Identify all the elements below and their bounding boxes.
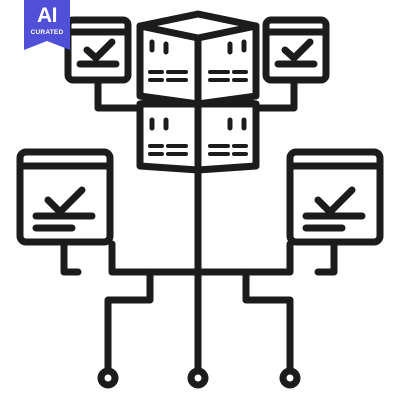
checklist-window-top-left-icon — [64, 16, 132, 84]
network-node-left — [97, 367, 119, 389]
connector-lines — [60, 78, 338, 376]
badge-subtitle: CURATED — [30, 29, 64, 36]
network-node-center — [187, 367, 209, 389]
network-node-right — [279, 367, 301, 389]
checklist-window-right-icon — [286, 148, 384, 246]
checklist-window-left-icon — [16, 148, 114, 246]
data-cube-upper-icon — [136, 10, 260, 108]
badge-title: AI — [37, 4, 58, 27]
ai-curated-badge: AI CURATED — [24, 0, 70, 50]
checklist-window-top-right-icon — [262, 16, 330, 84]
